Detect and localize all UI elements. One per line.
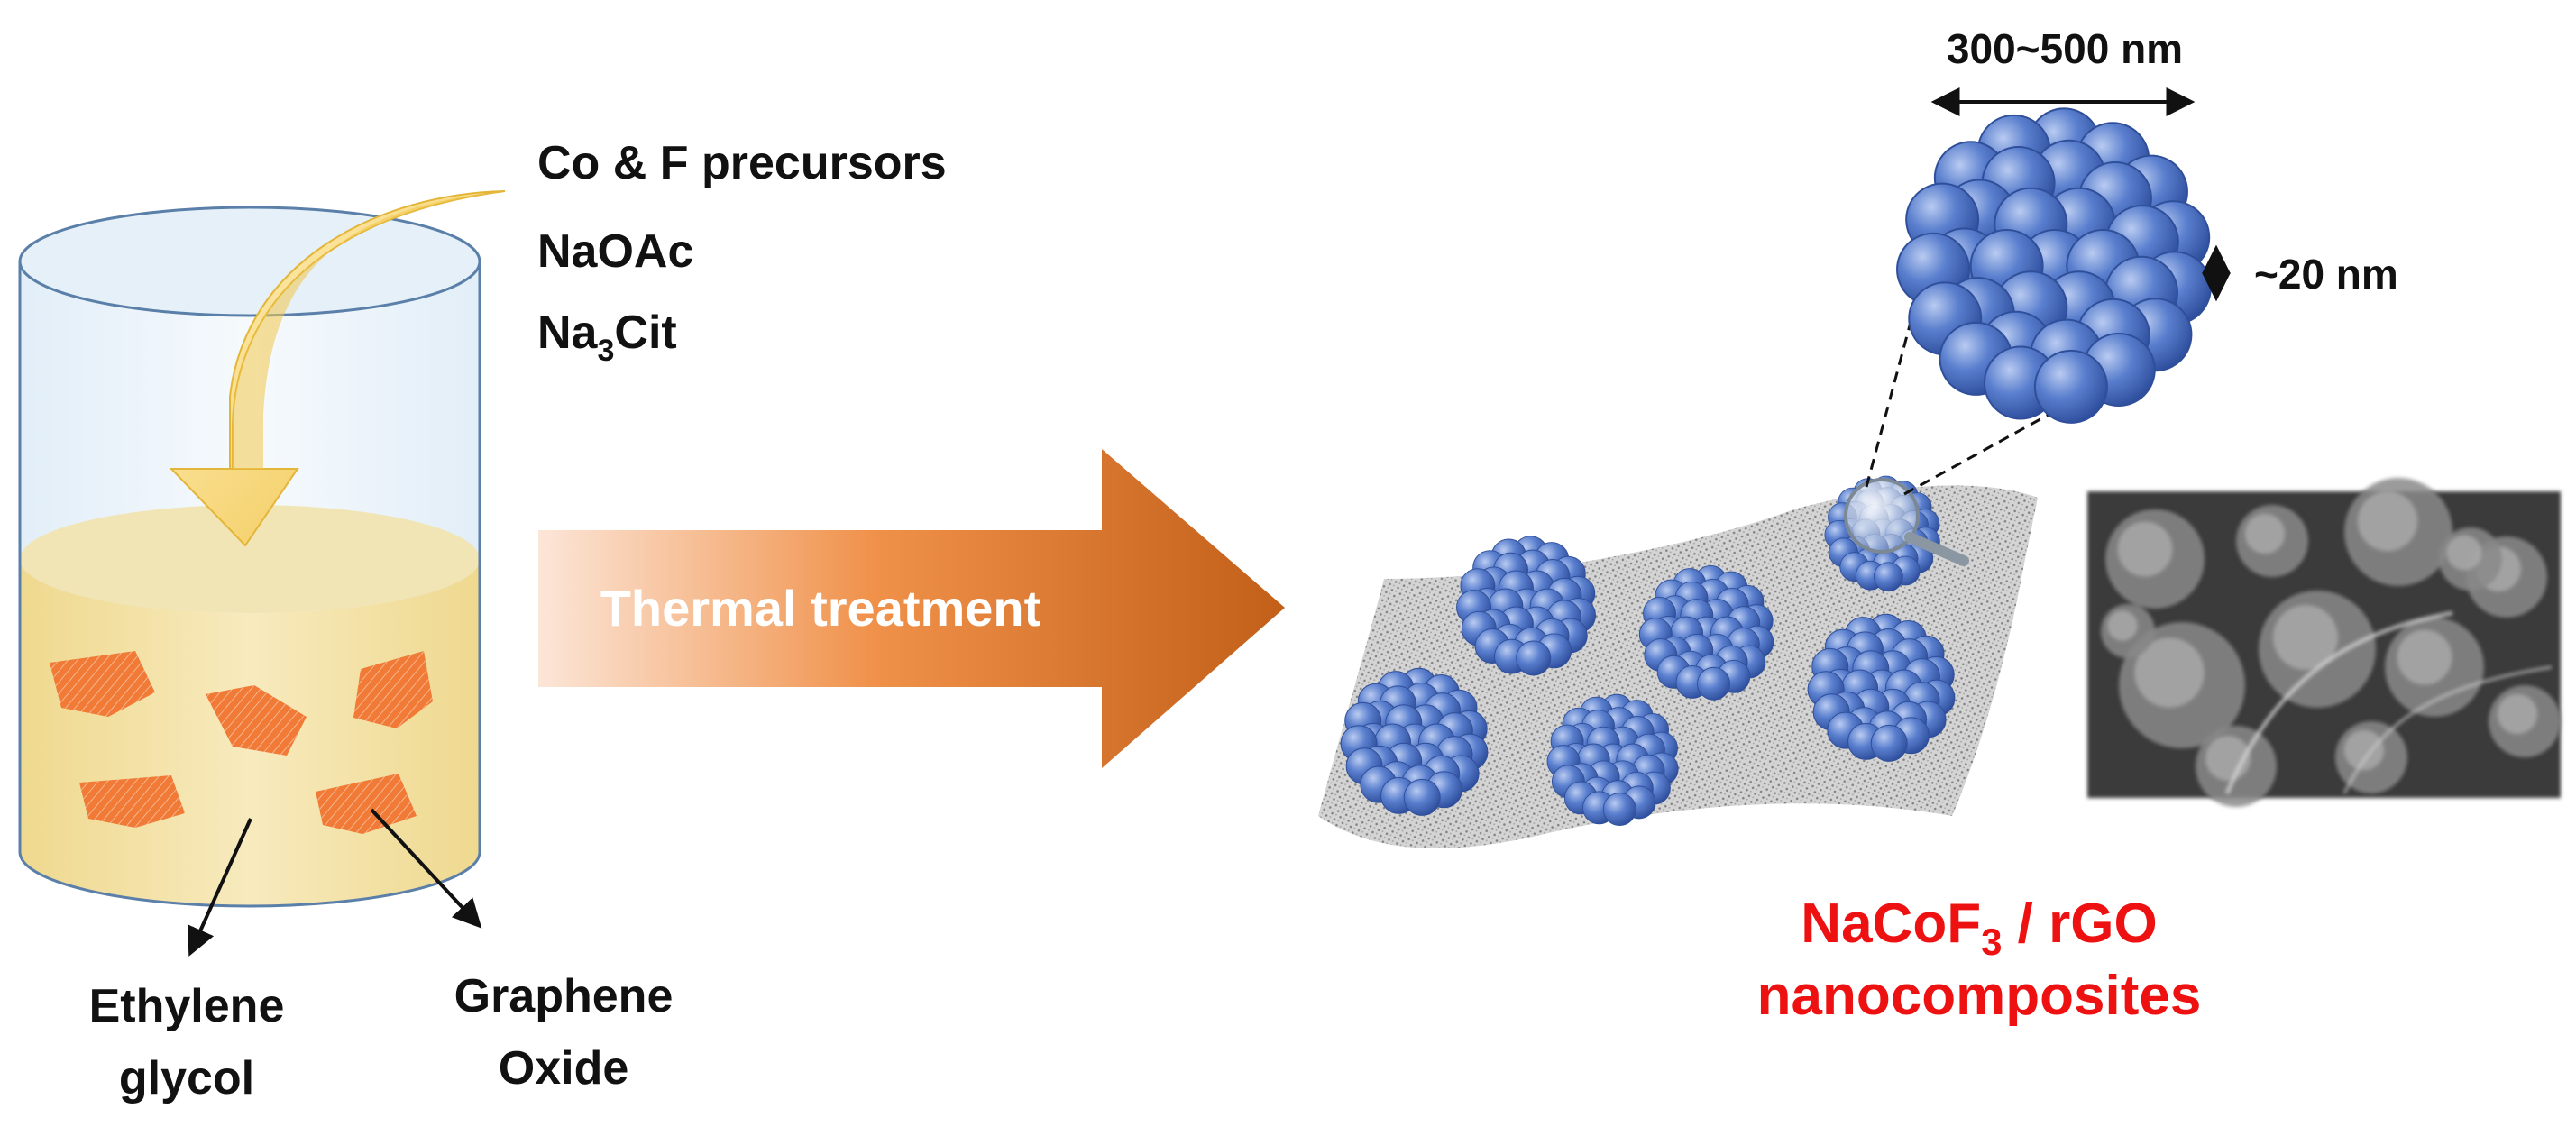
graphene-oxide-flake (79, 775, 185, 828)
beaker-outline (18, 261, 481, 908)
product-label-line1: NaCoF3 / rGO (1801, 893, 2157, 963)
beaker-rim (18, 206, 481, 317)
magnifier-lens (1844, 478, 1920, 554)
magnified-nanocluster-particles (1896, 107, 2212, 424)
nanocluster (1340, 667, 1489, 816)
beaker-labels: Ethylene glycol Graphene Oxide (89, 970, 674, 1104)
magnified-nanocluster (1896, 107, 2212, 424)
solvent-label-line1: Ethylene (89, 980, 285, 1032)
nanocluster (1638, 564, 1774, 701)
precursor-co-f: Co & F precursors (537, 137, 947, 189)
precursor-naoac: NaOAc (537, 225, 693, 278)
graphene-oxide-flake (50, 651, 155, 717)
cluster-size-marker: 300~500 nm (1930, 25, 2196, 116)
graphene-oxide-flake (316, 774, 417, 834)
sheet-label-line1: Graphene (454, 970, 674, 1022)
solvent-pointer-arrow (187, 818, 252, 957)
nanocluster (1807, 613, 1956, 762)
precursor-list: Co & F precursors NaOAc Na3Cit (537, 137, 947, 368)
beaker (18, 206, 482, 957)
nanocluster (1546, 693, 1679, 827)
sem-micrograph (2087, 478, 2561, 807)
particle-size-marker: ~20 nm (2202, 244, 2398, 302)
particle-size-label: ~20 nm (2254, 251, 2398, 298)
sheet-pointer-arrow (370, 808, 482, 929)
product-label: NaCoF3 / rGO nanocomposites (1757, 893, 2202, 1027)
zoom-line-left (1865, 301, 1918, 488)
graphene-oxide-flake (353, 651, 433, 728)
precursor-na3cit: Na3Cit (537, 307, 677, 368)
magnifier-handle (1904, 532, 1969, 566)
solvent-label-line2: glycol (119, 1052, 254, 1104)
product-label-line2: nanocomposites (1757, 965, 2202, 1027)
solution-surface (20, 505, 480, 613)
rgo-sheet-group (1318, 301, 2156, 848)
precursor-addition-arrow (169, 190, 506, 547)
cluster-size-label: 300~500 nm (1947, 25, 2183, 72)
sheet-label-line2: Oxide (499, 1042, 629, 1095)
graphene-oxide-flake (206, 685, 307, 756)
thermal-treatment-label: Thermal treatment (600, 580, 1041, 637)
thermal-treatment-arrow: Thermal treatment (538, 449, 1285, 768)
nanocluster (1456, 536, 1596, 676)
